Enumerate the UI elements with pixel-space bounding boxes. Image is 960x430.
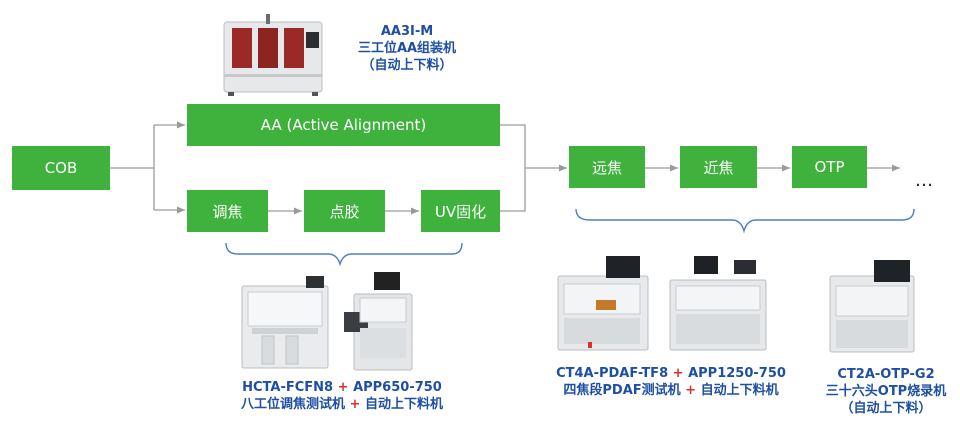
caption-app1250-name: 自动上下料机	[700, 383, 779, 398]
ct4a-machine-image	[557, 256, 649, 351]
caption-hcta-name: 八工位调焦测试机	[241, 397, 346, 412]
caption-ct4a-name: 四焦段PDAF测试机	[563, 383, 681, 398]
app1250-machine-image	[669, 256, 767, 351]
caption-app1250-model: APP1250-750	[688, 366, 786, 381]
brace-left	[225, 242, 463, 267]
caption-ct2a-model: CT2A-OTP-G2	[837, 367, 935, 382]
caption-aa3i-note: （自动上下料）	[361, 58, 453, 73]
caption-aa3i-name: 三工位AA组装机	[357, 41, 457, 56]
aa3i-machine-image	[223, 14, 323, 96]
caption-app650-name: 自动上下料机	[364, 397, 443, 412]
caption-ct2a-name: 三十六头OTP烧录机	[825, 384, 947, 399]
box-yuanjiao: 远焦	[569, 146, 645, 188]
box-otp: OTP	[792, 146, 867, 188]
plus-sign: +	[337, 380, 349, 395]
hcta-machine-image	[241, 276, 329, 369]
caption-ct2a: CT2A-OTP-G2 三十六头OTP烧录机 （自动上下料）	[818, 366, 954, 417]
ct2a-machine-image	[829, 260, 915, 353]
caption-app650-model: APP650-750	[353, 380, 442, 395]
box-dianjiao: 点胶	[304, 190, 385, 232]
brace-right	[575, 208, 915, 234]
caption-aa3i: AA3I-M 三工位AA组装机 （自动上下料）	[340, 23, 474, 74]
caption-aa3i-model: AA3I-M	[380, 24, 434, 39]
plus-sign: +	[672, 366, 684, 381]
caption-ct4a: CT4A-PDAF-TF8 + APP1250-750 四焦段PDAF测试机 +…	[536, 365, 806, 399]
plus-sign: +	[685, 383, 697, 398]
box-aa: AA (Active Alignment)	[187, 104, 500, 146]
box-tiaojiao: 调焦	[187, 190, 268, 232]
box-cob: COB	[12, 146, 110, 190]
box-jinjiao: 近焦	[680, 146, 757, 188]
plus-sign: +	[349, 397, 361, 412]
merge-connector	[500, 124, 526, 212]
more-steps-ellipsis: …	[915, 170, 934, 191]
box-uv: UV固化	[421, 190, 500, 232]
caption-hcta-model: HCTA-FCFN8	[242, 380, 334, 395]
caption-ct4a-model: CT4A-PDAF-TF8	[556, 366, 669, 381]
app650-machine-image	[344, 272, 413, 371]
caption-ct2a-note: （自动上下料）	[840, 401, 932, 416]
caption-hcta: HCTA-FCFN8 + APP650-750 八工位调焦测试机 + 自动上下料…	[212, 379, 472, 413]
